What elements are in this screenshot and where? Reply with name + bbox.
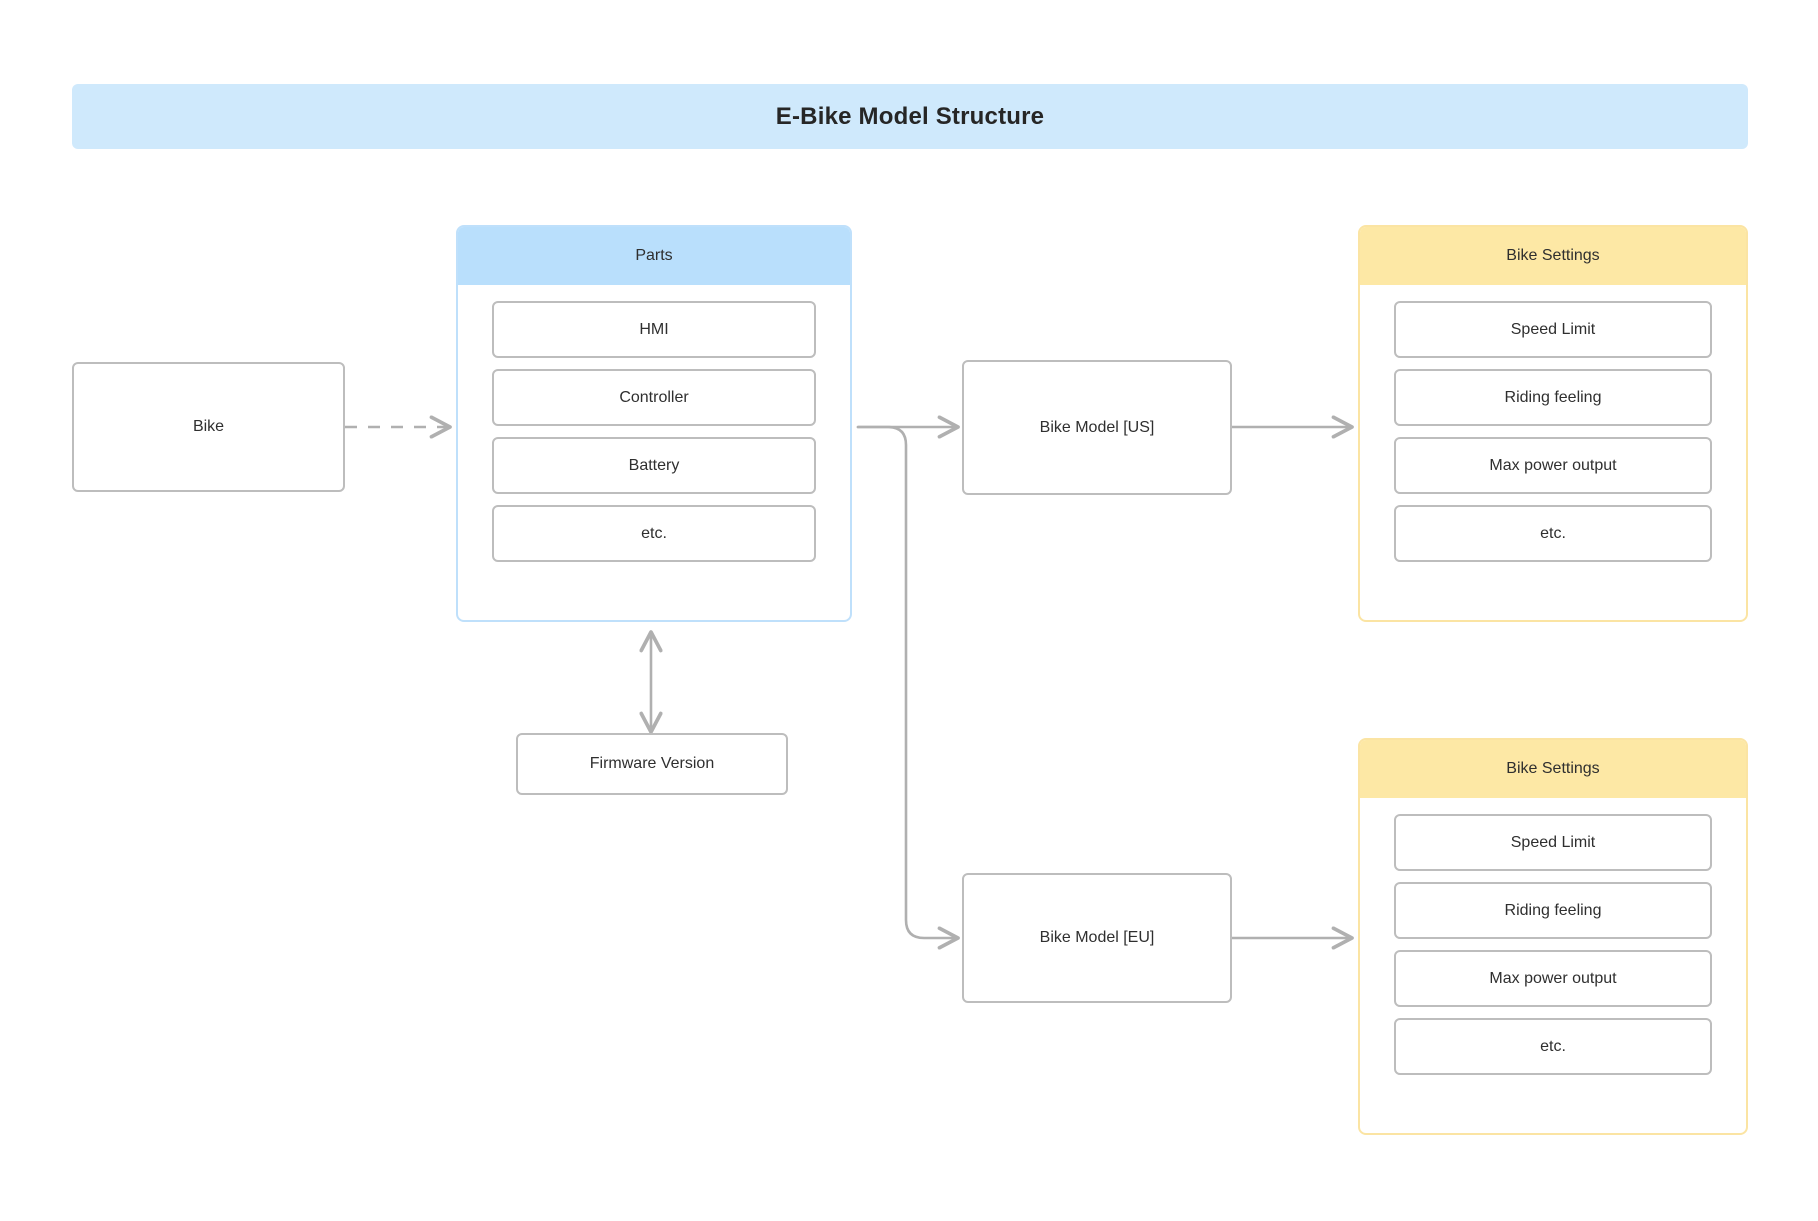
- bike-settings-eu-item-etc[interactable]: etc.: [1394, 1018, 1712, 1075]
- bike-settings-eu-item-speed-limit[interactable]: Speed Limit: [1394, 814, 1712, 871]
- page-title: E-Bike Model Structure: [775, 102, 1045, 130]
- bike-settings-item-label: etc.: [1540, 1037, 1566, 1055]
- page-title-banner: E-Bike Model Structure: [72, 84, 1748, 149]
- bike-settings-item-label: Riding feeling: [1504, 901, 1602, 919]
- group-bike-settings-us-header: Bike Settings: [1360, 227, 1746, 285]
- bike-settings-item-label: Speed Limit: [1510, 320, 1596, 338]
- edge-parts-to-bike-model-eu: [856, 425, 960, 950]
- group-bike-settings-us-body: Speed Limit Riding feeling Max power out…: [1360, 285, 1746, 580]
- group-bike-settings-us-header-label: Bike Settings: [1506, 247, 1600, 264]
- parts-item-hmi[interactable]: HMI: [492, 301, 816, 358]
- bike-settings-us-item-max-power-output[interactable]: Max power output: [1394, 437, 1712, 494]
- parts-item-label: Controller: [619, 388, 689, 406]
- group-parts[interactable]: Parts HMI Controller Battery etc.: [456, 225, 852, 622]
- bike-settings-item-label: etc.: [1540, 524, 1566, 542]
- node-bike-label: Bike: [192, 418, 225, 435]
- node-bike-model-us-label: Bike Model [US]: [1039, 418, 1155, 436]
- group-bike-settings-eu[interactable]: Bike Settings Speed Limit Riding feeling…: [1358, 738, 1748, 1135]
- group-bike-settings-eu-body: Speed Limit Riding feeling Max power out…: [1360, 798, 1746, 1093]
- bike-settings-us-item-speed-limit[interactable]: Speed Limit: [1394, 301, 1712, 358]
- group-parts-header-label: Parts: [635, 247, 673, 264]
- parts-item-battery[interactable]: Battery: [492, 437, 816, 494]
- node-bike[interactable]: Bike: [72, 362, 345, 492]
- bike-settings-eu-item-max-power-output[interactable]: Max power output: [1394, 950, 1712, 1007]
- parts-item-controller[interactable]: Controller: [492, 369, 816, 426]
- group-bike-settings-us[interactable]: Bike Settings Speed Limit Riding feeling…: [1358, 225, 1748, 622]
- bike-settings-eu-item-riding-feeling[interactable]: Riding feeling: [1394, 882, 1712, 939]
- bike-settings-us-item-etc[interactable]: etc.: [1394, 505, 1712, 562]
- node-bike-model-eu-label: Bike Model [EU]: [1039, 929, 1155, 946]
- group-bike-settings-eu-header-label: Bike Settings: [1506, 760, 1600, 777]
- parts-item-label: HMI: [639, 320, 669, 338]
- parts-item-etc[interactable]: etc.: [492, 505, 816, 562]
- group-bike-settings-eu-header: Bike Settings: [1360, 740, 1746, 798]
- group-parts-header: Parts: [458, 227, 850, 285]
- node-firmware-version[interactable]: Firmware Version: [516, 733, 788, 795]
- node-bike-model-us[interactable]: Bike Model [US]: [962, 360, 1232, 495]
- parts-item-label: Battery: [628, 456, 680, 474]
- bike-settings-item-label: Speed Limit: [1510, 833, 1596, 851]
- bike-settings-item-label: Riding feeling: [1504, 388, 1602, 406]
- group-parts-body: HMI Controller Battery etc.: [458, 285, 850, 580]
- bike-settings-item-label: Max power output: [1489, 969, 1617, 987]
- node-bike-model-eu[interactable]: Bike Model [EU]: [962, 873, 1232, 1003]
- bike-settings-item-label: Max power output: [1489, 456, 1617, 474]
- node-firmware-version-label: Firmware Version: [589, 755, 715, 772]
- bike-settings-us-item-riding-feeling[interactable]: Riding feeling: [1394, 369, 1712, 426]
- parts-item-label: etc.: [641, 524, 667, 542]
